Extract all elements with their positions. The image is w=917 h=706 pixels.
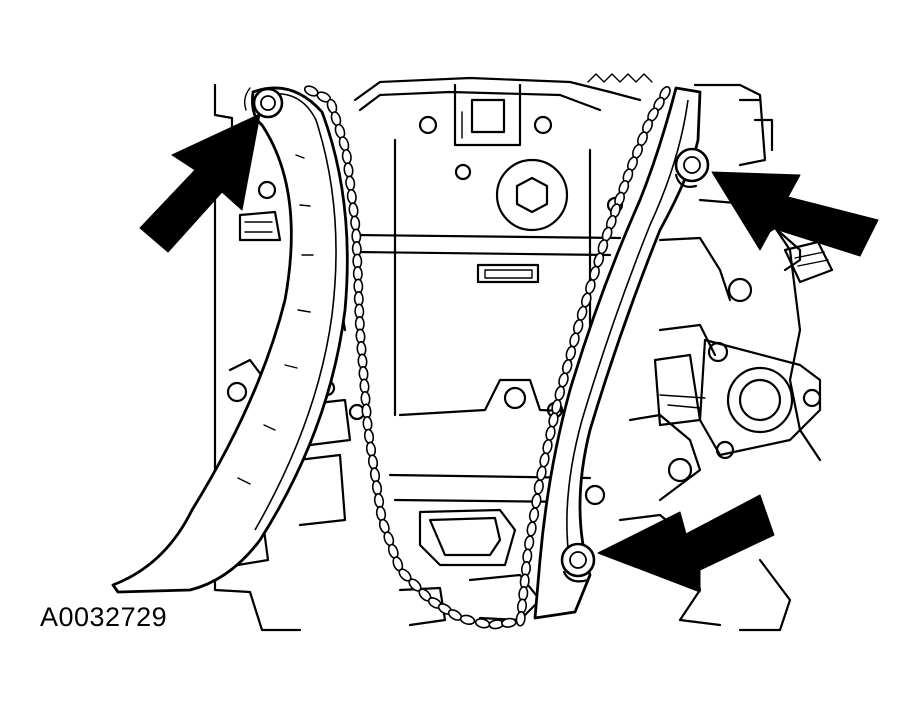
camshaft-hub xyxy=(495,158,569,232)
chain-link xyxy=(343,162,354,178)
chain-link xyxy=(373,492,385,509)
chain-link xyxy=(371,480,383,496)
chain-link xyxy=(558,372,569,388)
figure-id-label: A0032729 xyxy=(40,602,168,632)
timing-chain xyxy=(303,85,671,630)
chain-link xyxy=(350,215,361,232)
chain-link xyxy=(375,505,387,522)
chain-link xyxy=(363,428,375,445)
arrow-lower-right xyxy=(597,494,775,593)
right-chain-guide xyxy=(533,86,702,620)
left-chain-guide xyxy=(111,86,349,594)
arrow-upper-left xyxy=(139,113,261,253)
chain-link xyxy=(569,332,580,348)
right-guide-lower-bolt xyxy=(560,542,596,583)
chain-link xyxy=(539,452,550,468)
chain-link xyxy=(367,454,379,470)
sprocket-teeth xyxy=(587,73,653,83)
chain-link xyxy=(346,188,357,205)
chain-link xyxy=(576,305,588,321)
chain-link xyxy=(542,439,553,455)
chain-link xyxy=(545,425,556,441)
chain-tensioner xyxy=(653,338,822,460)
chain-link xyxy=(551,399,562,415)
chain-link xyxy=(345,175,356,192)
chain-link xyxy=(341,148,352,165)
chain-link xyxy=(524,535,535,551)
chain-link xyxy=(528,507,540,523)
chain-link xyxy=(554,385,566,401)
chain-link xyxy=(369,467,381,483)
chain-link xyxy=(531,493,542,509)
chain-link xyxy=(348,202,359,218)
chain-link xyxy=(365,441,377,458)
chain-link xyxy=(572,319,584,335)
arrow-upper-right xyxy=(711,171,879,257)
chain-link xyxy=(533,479,544,495)
chain-link xyxy=(515,611,526,627)
left-guide-bracket xyxy=(238,210,282,242)
left-guide-upper-bolt xyxy=(243,87,284,119)
chain-link xyxy=(536,465,547,481)
chain-link xyxy=(597,239,609,255)
chain-link xyxy=(459,614,476,625)
chain-link xyxy=(526,521,537,537)
chain-link xyxy=(338,136,350,152)
chain-link xyxy=(561,359,573,375)
chain-link xyxy=(585,279,596,295)
chain-link xyxy=(501,617,517,628)
right-guide-upper-bolt xyxy=(674,147,710,188)
chain-link xyxy=(565,345,577,361)
